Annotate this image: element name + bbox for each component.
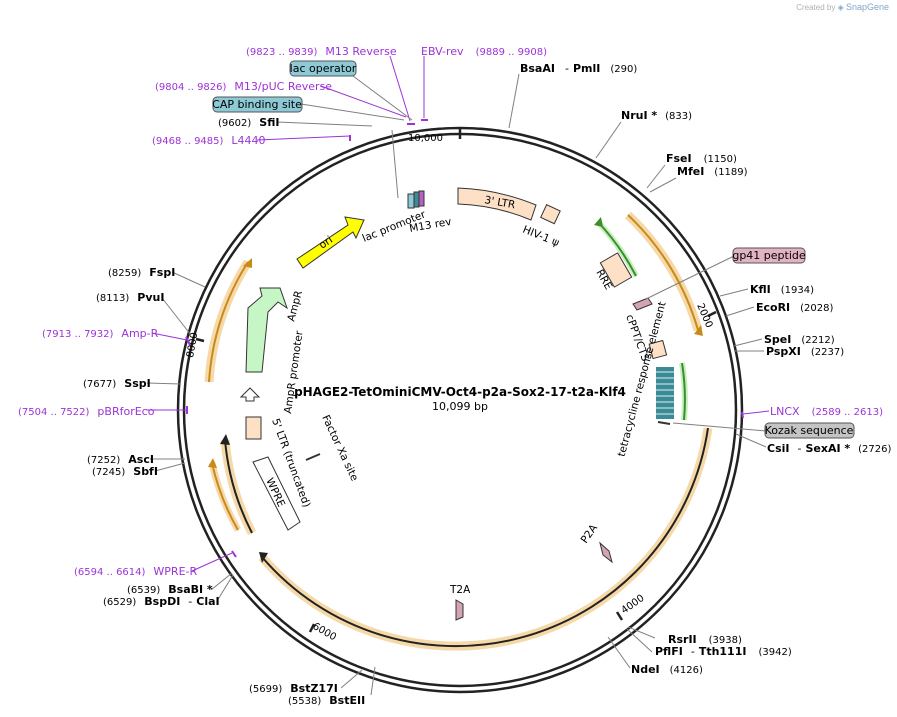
- primer-wpre-r: (6594 .. 6614)WPRE-R: [74, 565, 197, 578]
- tick-label-6000: 6000: [311, 621, 339, 643]
- tick-label-10000: 10,000: [408, 133, 443, 144]
- primer-l4440: (9468 .. 9485)L4440: [152, 134, 266, 147]
- p2a-marker: [599, 541, 613, 564]
- label-cap-binding-site: CAP binding site: [212, 98, 302, 111]
- ampr-promoter-arrow: [239, 387, 261, 402]
- primer-markers: [185, 119, 744, 558]
- primer-m13-reverse: (9823 .. 9839)M13 Reverse: [246, 45, 397, 58]
- site-bsaai: BsaAI-PmlI(290): [520, 62, 637, 75]
- label-gp41-peptide: gp41 peptide: [732, 249, 806, 262]
- site-fspi: (8259)FspI: [108, 266, 175, 279]
- site-sfii: (9602)SfiI: [218, 116, 279, 129]
- box-kozak-sequence: [764, 422, 855, 439]
- cppt-box: [648, 339, 668, 360]
- snapgene-logo-icon: ◈: [837, 3, 844, 12]
- feature-ampr-promoter: AmpR promoter: [282, 329, 306, 414]
- snapgene-credit: Created by ◈ SnapGene: [796, 2, 889, 12]
- site-bstz17i: (5699)BstZ17I: [249, 682, 338, 695]
- site-bspdi: (6529)BspDI-ClaI: [103, 595, 220, 608]
- tre-block: [656, 367, 674, 419]
- site-pvui: (8113)PvuI: [96, 291, 164, 304]
- orf-arc-left-upper: [204, 259, 252, 383]
- gp41-marker: [632, 297, 653, 311]
- t2a-marker: [455, 599, 464, 621]
- primer-lncx: LNCX(2589 .. 2613): [770, 405, 883, 418]
- site-fsei: FseI(1150): [666, 152, 737, 165]
- site-kfli: KflI(1934): [750, 283, 814, 296]
- orf-arcs: [204, 211, 713, 651]
- ori-arrow: [296, 216, 365, 269]
- box-lac-operator: [289, 60, 357, 77]
- wpre-arrow: [252, 456, 301, 531]
- site-csii: CsiI-SexAI *(2726): [767, 442, 891, 455]
- box-cap-binding-site: [212, 96, 303, 113]
- site-ndei: NdeI(4126): [631, 663, 703, 676]
- site-sbfi: (7245)SbfI: [92, 465, 158, 478]
- credit-brand: SnapGene: [845, 2, 889, 12]
- primer-leaders: [146, 55, 770, 572]
- site-spei: SpeI(2212): [764, 333, 835, 346]
- primer-ebv-rev: EBV-rev(9889 .. 9908): [421, 45, 547, 58]
- primer-m13-puc-reverse: (9804 .. 9826)M13/pUC Reverse: [155, 80, 332, 93]
- ampr-arrow: [245, 287, 288, 373]
- site-asci: (7252)AscI: [87, 453, 154, 466]
- feature-hiv-psi: HIV-1 ψ: [521, 224, 561, 249]
- ltr5-box: [245, 416, 262, 440]
- site-ecori: EcoRI(2028): [756, 301, 834, 314]
- hiv-psi-box: [540, 204, 561, 225]
- site-rsrii: RsrII(3938): [668, 633, 742, 646]
- site-nrui: NruI *(833): [621, 109, 692, 122]
- primer-pbrforeco: (7504 .. 7522)pBRforEco: [18, 405, 155, 418]
- feature-p2a: P2A: [579, 522, 601, 546]
- site-bsabi: (6539)BsaBI *: [127, 583, 213, 596]
- site-bsteii: (5538)BstEII: [288, 694, 365, 707]
- rre-box: [599, 252, 633, 288]
- tick-label-8000: 8000: [185, 332, 200, 359]
- plasmid-name: pHAGE2-TetOminiCMV-Oct4-p2a-Sox2-17-t2a-…: [294, 385, 626, 399]
- feature-ampr: AmpR: [285, 289, 305, 322]
- site-leaders: [146, 73, 767, 696]
- plasmid-length: 10,099 bp: [432, 400, 488, 413]
- ltr3-arrow: [457, 187, 537, 221]
- feature-factor-xa: Factor Xa site: [319, 413, 360, 483]
- tick-marks: [195, 128, 717, 633]
- site-sspi: (7677)SspI: [83, 377, 151, 390]
- tick-label-4000: 4000: [619, 593, 646, 617]
- label-lac-operator: lac operator: [290, 62, 357, 75]
- site-pspxi: PspXI(2237): [766, 345, 844, 358]
- lac-region: [407, 190, 425, 209]
- site-mfei: MfeI(1189): [677, 165, 748, 178]
- primer-amp-r: (7913 .. 7932)Amp-R: [42, 327, 159, 340]
- label-kozak-sequence: Kozak sequence: [765, 424, 854, 437]
- box-leaders: [300, 75, 767, 432]
- box-gp41-peptide: [732, 247, 806, 264]
- credit-prefix: Created by: [796, 3, 836, 12]
- feature-ltr3: 3' LTR: [483, 194, 516, 211]
- feature-t2a: T2A: [449, 584, 471, 596]
- site-pflfi: PflFI-Tth111I(3942): [655, 645, 792, 658]
